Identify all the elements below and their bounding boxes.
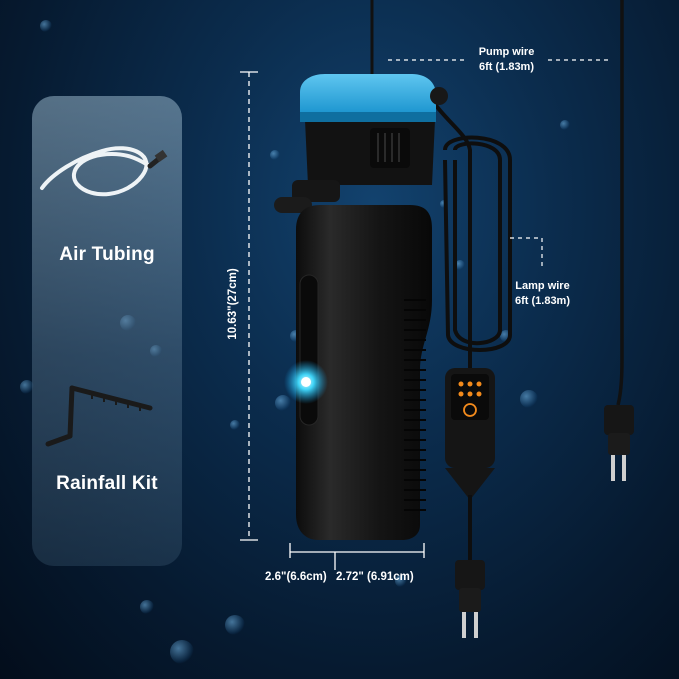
pump-wire-name: Pump wire — [478, 46, 535, 58]
lamp-wire-name: Lamp wire — [515, 280, 570, 292]
lamp-wire-leader — [510, 237, 543, 268]
lamp-wire-label: Lamp wire 6ft (1.83m) — [500, 279, 585, 309]
lamp-wire-length: 6ft (1.83m) — [514, 295, 571, 307]
rainfall-kit-label: Rainfall Kit — [56, 473, 158, 494]
lamp-plug — [455, 560, 485, 638]
accessory-panel: Air Tubing Rainfall Kit — [32, 96, 182, 566]
bubble — [395, 575, 407, 587]
height-label: 10.63"(27cm) — [227, 268, 239, 340]
air-tubing-label: Air Tubing — [59, 244, 155, 265]
width-label: 2.72" (6.91cm) — [336, 571, 414, 583]
pump-head — [292, 74, 448, 202]
pump-wire-length: 6ft (1.83m) — [478, 61, 535, 73]
height-dimension — [240, 71, 258, 541]
depth-label: 2.6"(6.6cm) — [265, 571, 327, 583]
air-tubing-icon — [40, 146, 168, 197]
bubble — [270, 150, 280, 160]
bubble — [275, 395, 291, 411]
pump-wire-label: Pump wire 6ft (1.83m) — [464, 45, 549, 75]
bubble — [20, 380, 34, 394]
bubble — [520, 390, 538, 408]
bubble — [140, 600, 154, 614]
bubble — [560, 120, 570, 130]
bubble — [230, 420, 240, 430]
pump-plug — [604, 405, 634, 481]
bubble — [225, 615, 245, 635]
bubble — [40, 20, 52, 32]
bubble — [170, 640, 194, 664]
width-dimension — [289, 543, 425, 570]
bubble — [455, 260, 465, 270]
lamp-controller — [445, 368, 495, 500]
